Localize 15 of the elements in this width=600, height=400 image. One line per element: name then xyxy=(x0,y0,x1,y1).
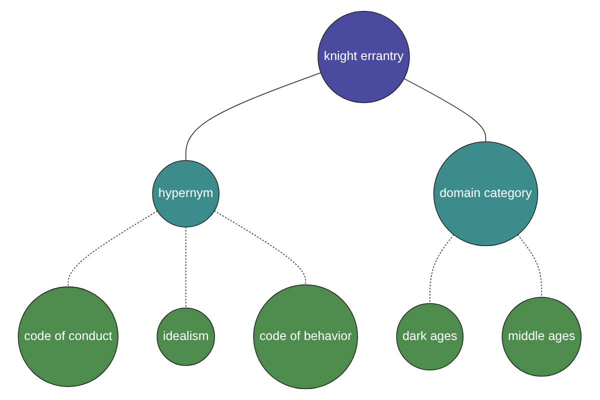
connector xyxy=(404,78,486,142)
connector xyxy=(186,226,187,308)
node-circle: middle ages xyxy=(502,296,582,377)
node-circle: dark ages xyxy=(396,303,464,370)
connector xyxy=(518,234,542,298)
node-circle: knight errantry xyxy=(318,10,410,104)
connector xyxy=(186,72,322,161)
node-circle: domain category xyxy=(434,141,538,246)
connector xyxy=(214,210,306,286)
connector xyxy=(430,234,454,304)
node-circle: code of conduct xyxy=(18,286,119,388)
node-circle: code of behavior xyxy=(254,284,358,390)
node-circle: hypernym xyxy=(152,160,220,228)
connector xyxy=(68,210,158,288)
node-circle: idealism xyxy=(157,308,216,366)
